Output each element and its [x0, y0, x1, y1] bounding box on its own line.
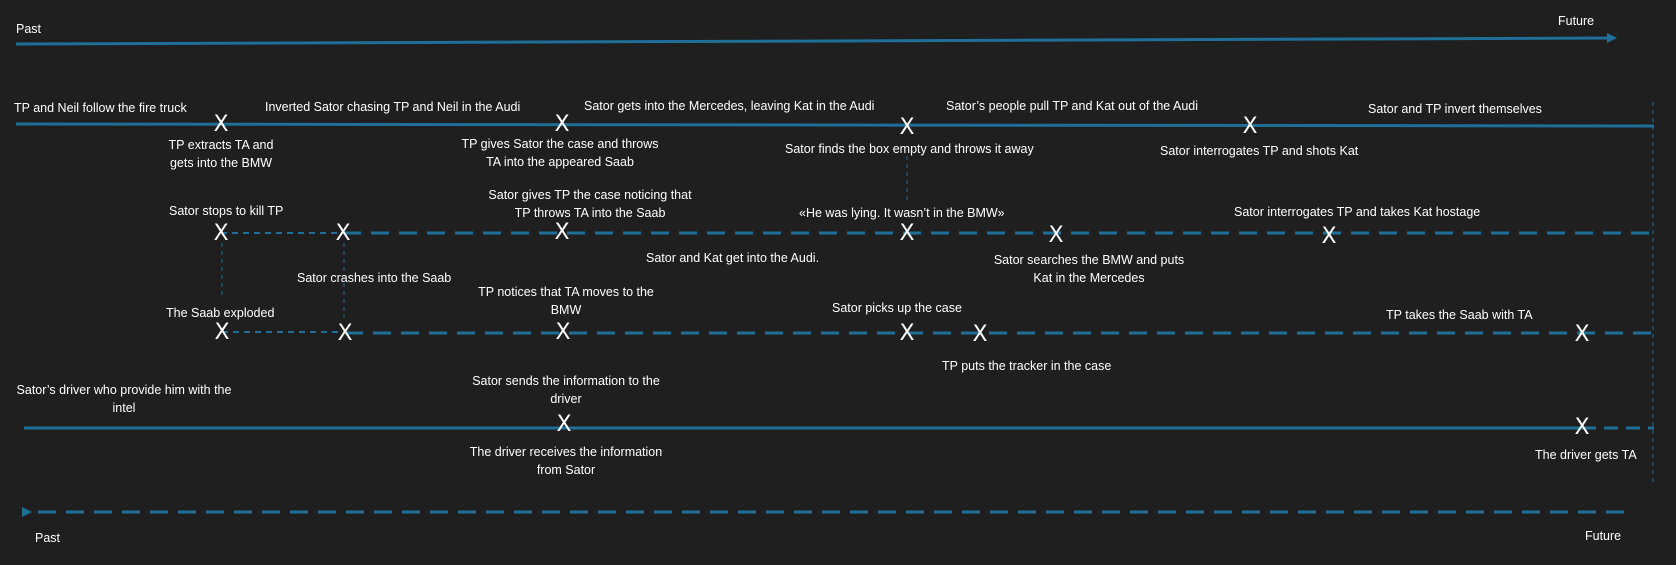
event-label: TP puts the tracker in the case: [942, 359, 1112, 373]
top-future-label: Future: [1558, 14, 1595, 28]
event-marker: X: [1574, 415, 1590, 440]
event-label: Sator’s driver who provide him with the …: [16, 383, 232, 415]
event-label: TP extracts TA and gets into the BMW: [168, 138, 274, 170]
event-marker: X: [899, 115, 915, 140]
event-label: Sator and TP invert themselves: [1368, 102, 1542, 116]
event-marker: X: [554, 220, 570, 245]
event-marker: X: [1574, 322, 1590, 347]
event-marker: X: [899, 321, 915, 346]
event-label: Sator and Kat get into the Audi.: [646, 251, 820, 265]
event-label: The driver gets TA: [1535, 448, 1637, 462]
event-label: Sator crashes into the Saab: [297, 271, 452, 285]
bottom-past-label: Past: [35, 531, 61, 545]
top-past-label: Past: [16, 22, 42, 36]
event-marker: X: [555, 320, 571, 345]
event-marker: X: [335, 221, 351, 246]
event-marker: X: [554, 112, 570, 137]
event-label: TP and Neil follow the fire truck: [14, 101, 187, 115]
event-label: The Saab exploded: [166, 306, 275, 320]
event-label: Sator interrogates TP and takes Kat host…: [1234, 205, 1481, 219]
event-label: TP takes the Saab with TA: [1386, 308, 1533, 322]
event-label: Sator finds the box empty and throws it …: [785, 142, 1034, 156]
event-marker: X: [1242, 114, 1258, 139]
event-marker: X: [337, 321, 353, 346]
event-marker: X: [1321, 224, 1337, 249]
event-label: TP notices that TA moves to the BMW: [478, 285, 654, 317]
event-label: Sator stops to kill TP: [169, 204, 284, 218]
event-label: Sator searches the BMW and puts Kat in t…: [993, 253, 1185, 285]
event-marker: X: [556, 412, 572, 437]
event-marker: X: [1048, 223, 1064, 248]
event-label: TP gives Sator the case and throws TA in…: [461, 137, 659, 169]
event-marker: X: [899, 221, 915, 246]
event-label: Sator gets into the Mercedes, leaving Ka…: [584, 99, 875, 113]
event-marker: X: [213, 221, 229, 246]
event-label: Inverted Sator chasing TP and Neil in th…: [265, 100, 521, 114]
top-time-arrow: [15, 33, 1617, 46]
event-label: Sator interrogates TP and shots Kat: [1160, 144, 1359, 158]
event-label: Sator picks up the case: [832, 301, 962, 315]
event-marker: X: [213, 112, 229, 137]
event-label: Sator’s people pull TP and Kat out of th…: [946, 99, 1199, 113]
bottom-future-label: Future: [1585, 529, 1622, 543]
event-label: The driver receives the information from…: [469, 445, 663, 477]
event-label: «He was lying. It wasn’t in the BMW»: [799, 206, 1005, 220]
row1-forward-line: [15, 122, 1655, 128]
event-marker: X: [972, 322, 988, 347]
event-label: Sator gives TP the case noticing that TP…: [488, 188, 692, 220]
event-label: Sator sends the information to the drive…: [472, 374, 660, 406]
event-marker: X: [214, 320, 230, 345]
